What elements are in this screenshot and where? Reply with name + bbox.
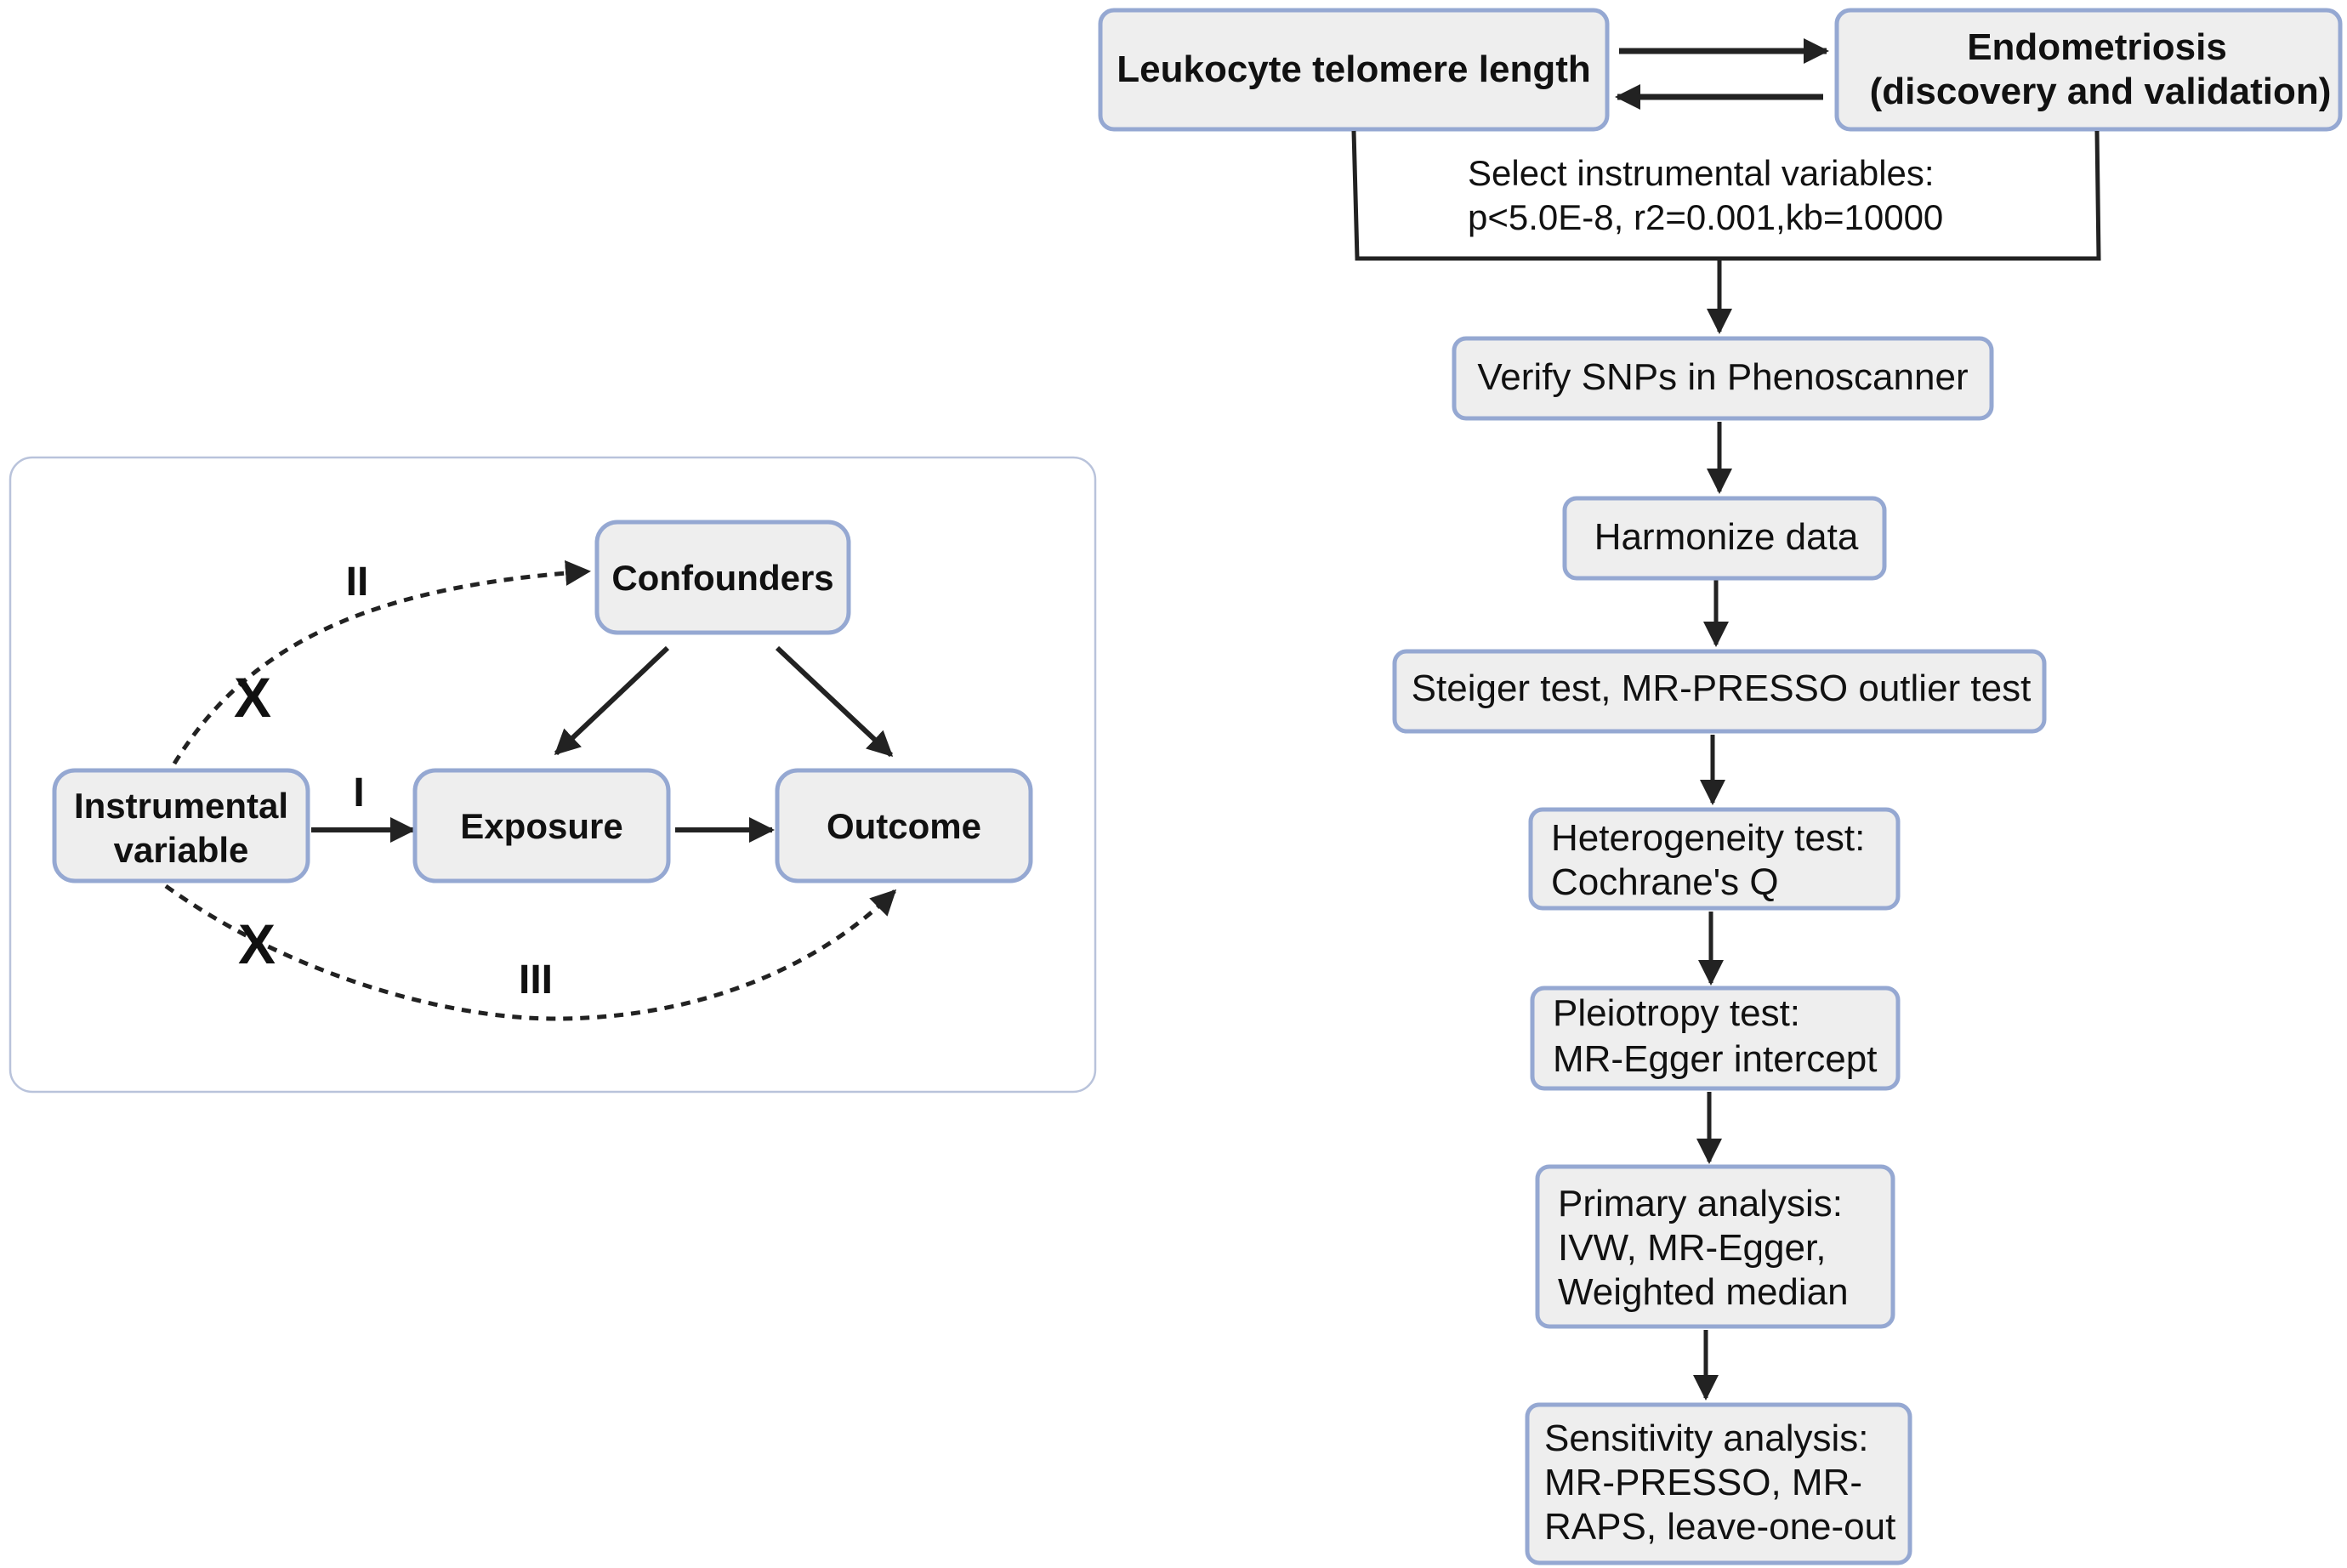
flow-outcome-label-line1: Endometriosis xyxy=(1967,26,2227,68)
step-2-line1: Harmonize data xyxy=(1594,516,1859,558)
step-7-line3: RAPS, leave-one-out xyxy=(1544,1506,1895,1548)
assumption-label-1: I xyxy=(353,770,364,815)
flow-outcome-label-line2: (discovery and validation) xyxy=(1870,71,2332,112)
causal-model-panel: Confounders Instrumental variable Exposu… xyxy=(9,456,1097,1094)
step-5-line2: MR-Egger intercept xyxy=(1553,1038,1877,1080)
violation-mark-bottom: X xyxy=(238,912,276,975)
violation-mark-top: X xyxy=(234,666,271,729)
node-confounders-label: Confounders xyxy=(611,558,833,598)
node-outcome: Outcome xyxy=(775,768,1033,883)
step-4-line2: Cochrane's Q xyxy=(1551,861,1779,903)
step-1-line1: Verify SNPs in Phenoscanner xyxy=(1477,356,1968,398)
iv-selection-line2: p<5.0E-8, r2=0.001,kb=10000 xyxy=(1468,197,1943,237)
step-7-line1: Sensitivity analysis: xyxy=(1544,1417,1868,1459)
arrow-confounders-to-outcome xyxy=(775,645,894,758)
arrow-confounders-to-exposure xyxy=(554,645,670,756)
node-confounders: Confounders xyxy=(594,520,851,635)
flow-outcome-box: Endometriosis (discovery and validation) xyxy=(1834,8,2343,132)
step-6-line1: Primary analysis: xyxy=(1558,1183,1843,1224)
flow-exposure-label: Leukocyte telomere length xyxy=(1117,48,1590,90)
step-4-line1: Heterogeneity test: xyxy=(1551,817,1865,859)
node-iv-label-line1: Instrumental xyxy=(74,786,288,826)
flow-step-heterogeneity: Heterogeneity test: Cochrane's Q xyxy=(1528,807,1901,911)
node-exposure-label: Exposure xyxy=(460,806,622,846)
node-instrumental-variable: Instrumental variable xyxy=(52,768,310,883)
step-3-line1: Steiger test, MR-PRESSO outlier test xyxy=(1412,668,2032,709)
assumption-label-2: II xyxy=(346,560,369,605)
flow-step-steiger: Steiger test, MR-PRESSO outlier test xyxy=(1392,649,2047,734)
flow-step-sensitivity-analysis: Sensitivity analysis: MR-PRESSO, MR- RAP… xyxy=(1525,1402,1912,1565)
step-7-line2: MR-PRESSO, MR- xyxy=(1544,1462,1862,1503)
node-iv-label-line2: variable xyxy=(114,830,249,870)
flow-step-harmonize: Harmonize data xyxy=(1562,496,1887,581)
flow-exposure-box: Leukocyte telomere length xyxy=(1098,8,1610,132)
node-outcome-label: Outcome xyxy=(827,806,981,846)
analysis-flowchart: Leukocyte telomere length Endometriosis … xyxy=(1098,8,2343,1565)
node-exposure: Exposure xyxy=(412,768,671,883)
flow-step-pleiotropy: Pleiotropy test: MR-Egger intercept xyxy=(1530,986,1901,1091)
flow-step-verify-snps: Verify SNPs in Phenoscanner xyxy=(1452,336,1994,421)
dashed-path-iv-to-confounders xyxy=(172,560,591,765)
step-6-line3: Weighted median xyxy=(1558,1271,1849,1313)
step-5-line1: Pleiotropy test: xyxy=(1553,992,1800,1034)
step-6-line2: IVW, MR-Egger, xyxy=(1558,1227,1826,1269)
flow-step-primary-analysis: Primary analysis: IVW, MR-Egger, Weighte… xyxy=(1535,1164,1895,1329)
assumption-label-3: III xyxy=(519,957,553,1003)
iv-selection-line1: Select instrumental variables: xyxy=(1468,153,1935,193)
selection-bracket xyxy=(1351,130,2101,261)
